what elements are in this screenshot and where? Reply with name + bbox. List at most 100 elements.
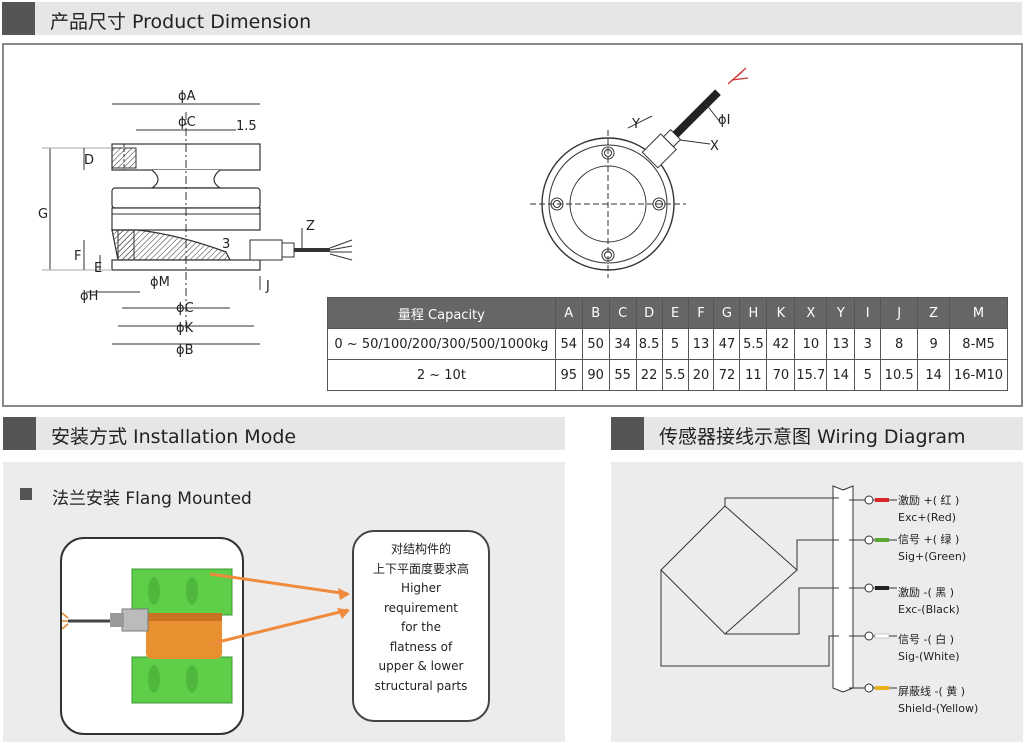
section-header-wiring: 传感器接线示意图 Wiring Diagram [611, 417, 1023, 450]
wire-label-cn: 信号 -( 白 ) [898, 633, 955, 646]
label-X: X [710, 139, 719, 154]
table-header: Y [826, 297, 856, 329]
table-header: X [794, 297, 828, 329]
wire-label-cn: 激励 -( 黑 ) [898, 586, 955, 599]
label-phiI: ϕI [718, 113, 730, 128]
table-cell: 15.7 [794, 359, 828, 391]
table-cell: 42 [766, 328, 796, 360]
table-cell: 0 ~ 50/100/200/300/500/1000kg [327, 328, 556, 360]
table-cell: 14 [917, 359, 951, 391]
table-header: B [581, 297, 610, 329]
note-line: 上下平面度要求高 [372, 561, 469, 576]
section-marker [3, 417, 36, 450]
table-row: 0 ~ 50/100/200/300/500/1000kg 54 50 34 8… [327, 328, 1008, 360]
section-title-dimension: 产品尺寸 Product Dimension [50, 11, 312, 33]
wire-label-en: Exc-(Black) [898, 603, 960, 616]
table-cell: 8 [880, 328, 919, 360]
label-G: G [38, 207, 48, 222]
table-cell: 47 [713, 328, 741, 360]
label-Y: Y [631, 117, 640, 132]
wire-label-exc-plus: 激励 +( 红 ) Exc+(Red) [898, 492, 959, 526]
section-marker [2, 2, 35, 35]
note-line: for the [400, 620, 441, 634]
table-cell: 10 [794, 328, 828, 360]
wire-label-shield: 屏蔽线 -( 黄 ) Shield-(Yellow) [898, 683, 978, 717]
wire-label-en: Shield-(Yellow) [898, 702, 979, 715]
installation-photo [62, 568, 233, 704]
label-3: 3 [222, 237, 230, 252]
table-header: F [687, 297, 715, 329]
table-header: E [661, 297, 689, 329]
wire-label-sig-minus: 信号 -( 白 ) Sig-(White) [898, 631, 960, 665]
table-cell: 3 [854, 328, 882, 360]
table-header: C [608, 297, 637, 329]
label-phiC-bot: ϕC [176, 301, 194, 316]
label-D: D [84, 153, 94, 168]
label-phiA: ϕA [178, 89, 196, 104]
table-cell: 8-M5 [949, 328, 1008, 360]
table-cell: 14 [826, 359, 856, 391]
table-cell: 13 [687, 328, 715, 360]
label-Z: Z [306, 219, 315, 234]
wire-label-en: Sig+(Green) [898, 550, 967, 563]
label-phiM: ϕM [150, 275, 170, 290]
table-cell: 5.5 [739, 328, 768, 360]
table-cell: 2 ~ 10t [327, 359, 556, 391]
side-view-drawing: ϕA ϕC 1.5 D G F E 3 Z J ϕM ϕH ϕC ϕK ϕB [38, 89, 353, 358]
flatness-note: 对结构件的 上下平面度要求高 Higher requirement for th… [352, 530, 490, 722]
label-J: J [265, 279, 270, 294]
table-header: K [766, 297, 796, 329]
section-title-wiring: 传感器接线示意图 Wiring Diagram [659, 426, 966, 448]
table-cell: 55 [608, 359, 637, 391]
table-cell: 5 [661, 328, 689, 360]
note-line: 对结构件的 [390, 542, 451, 556]
label-phiC-top: ϕC [178, 115, 196, 130]
section-header-installation: 安装方式 Installation Mode [3, 417, 565, 450]
table-cell: 8.5 [635, 328, 663, 360]
table-cell: 11 [739, 359, 768, 391]
table-header: G [713, 297, 741, 329]
table-cell: 54 [554, 328, 583, 360]
table-cell: 5 [854, 359, 882, 391]
label-phiH: ϕH [80, 289, 98, 304]
wire-label-cn: 激励 +( 红 ) [898, 494, 960, 507]
wire-label-en: Exc+(Red) [898, 511, 957, 524]
label-phiK: ϕK [176, 321, 194, 336]
table-cell: 95 [554, 359, 583, 391]
installation-mode-label: 法兰安装 Flang Mounted [52, 489, 252, 509]
spec-table: 量程 Capacity A B C D E F G H K X Y I J Z … [327, 297, 1008, 391]
installation-photo-frame [60, 537, 244, 735]
table-cell: 34 [608, 328, 637, 360]
label-phiB: ϕB [176, 343, 194, 358]
table-cell: 50 [581, 328, 610, 360]
wire-label-exc-minus: 激励 -( 黑 ) Exc-(Black) [898, 584, 960, 618]
table-cell: 22 [635, 359, 663, 391]
label-F: F [74, 249, 81, 264]
label-1-5: 1.5 [236, 119, 257, 134]
section-header-dimension: 产品尺寸 Product Dimension [2, 2, 1022, 35]
note-line: upper & lower [378, 659, 464, 673]
table-header-row: 量程 Capacity A B C D E F G H K X Y I J Z … [327, 297, 1008, 329]
top-view-drawing: Y ϕI X [530, 67, 749, 278]
wire-label-cn: 信号 +( 绿 ) [898, 533, 960, 546]
note-line: Higher [401, 581, 441, 595]
bullet-square [20, 488, 32, 500]
table-header: Z [917, 297, 951, 329]
table-header: 量程 Capacity [327, 297, 556, 329]
section-title-installation: 安装方式 Installation Mode [51, 426, 297, 448]
table-header: D [635, 297, 663, 329]
table-cell: 10.5 [880, 359, 919, 391]
table-cell: 70 [766, 359, 796, 391]
table-cell: 90 [581, 359, 610, 391]
wiring-diagram [660, 485, 897, 693]
wiring-panel [611, 462, 1023, 742]
label-E: E [94, 261, 102, 276]
table-cell: 5.5 [661, 359, 689, 391]
table-cell: 13 [826, 328, 856, 360]
note-line: flatness of [389, 639, 453, 654]
wire-label-cn: 屏蔽线 -( 黄 ) [898, 685, 966, 698]
note-line: requirement [383, 600, 459, 615]
table-row: 2 ~ 10t 95 90 55 22 5.5 20 72 11 70 15.7… [327, 359, 1008, 391]
section-marker [611, 417, 644, 450]
pointer-arrows [209, 572, 350, 646]
